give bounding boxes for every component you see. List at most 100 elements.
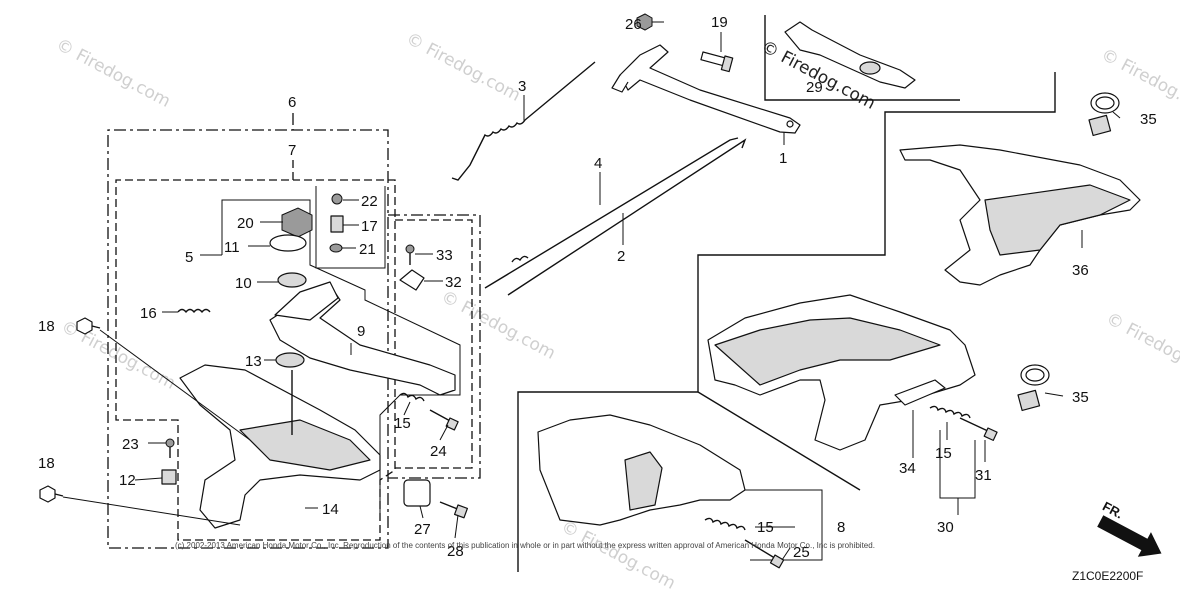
watermark: © Firedog.com [58, 317, 179, 394]
clip-12 [161, 469, 177, 485]
front-arrow-icon [1097, 515, 1162, 557]
callout-14: 14 [322, 501, 339, 518]
callout-18b: 18 [38, 455, 55, 472]
callout-33: 33 [436, 247, 453, 264]
callout-15a: 15 [394, 415, 411, 432]
clip-32 [399, 269, 425, 291]
screw-28 [439, 501, 468, 519]
control-base-face [239, 419, 371, 471]
spring-16 [177, 308, 211, 314]
callout-10: 10 [235, 275, 252, 292]
box-22-17-21 [315, 186, 386, 269]
nut-26 [636, 13, 653, 31]
inset-lever-29 [784, 21, 916, 89]
bolt-19 [700, 51, 734, 73]
watermark: © Firedog.com [1103, 309, 1180, 386]
inset-lever-boss [859, 61, 881, 75]
callout-23: 23 [122, 436, 139, 453]
bracket-8 [740, 489, 823, 561]
callout-17: 17 [361, 218, 378, 235]
callout-35b: 35 [1072, 389, 1089, 406]
diagram-code: Z1C0E2200F [1072, 569, 1143, 583]
callout-16: 16 [140, 305, 157, 322]
callout-28: 28 [447, 543, 464, 560]
callout-27: 27 [414, 521, 431, 538]
spring-15-right [929, 405, 971, 419]
parts-layer [39, 13, 1141, 569]
callout-24: 24 [430, 443, 447, 460]
leader-18-upper [99, 329, 251, 441]
callout-5: 5 [185, 249, 193, 266]
spring-wire-3 [451, 61, 596, 181]
watermark: © Firedog.com [403, 29, 524, 106]
screw-25 [744, 539, 785, 569]
callout-15c: 15 [757, 519, 774, 536]
spring-15-lower [704, 517, 746, 531]
screw-24 [429, 409, 459, 431]
clamp-35-upper [1088, 92, 1120, 137]
callout-20: 20 [237, 215, 254, 232]
callout-13: 13 [245, 353, 262, 370]
control-lever-plate [619, 44, 801, 134]
bolt-18-lower [39, 485, 64, 503]
callout-4: 4 [594, 155, 602, 172]
screw-31 [959, 417, 998, 441]
callout-18a: 18 [38, 318, 55, 335]
screw-23 [165, 438, 175, 458]
washer-21 [329, 243, 343, 253]
lower-bracket-block [624, 451, 663, 511]
assy-7-frame-ext [395, 219, 473, 469]
assy-6-frame-ext [388, 214, 481, 479]
shroud-frame [517, 72, 1056, 572]
assy-7-frame [115, 160, 396, 541]
watermark: © Firedog.com [438, 287, 559, 364]
shroud-36-face [984, 184, 1131, 256]
callout-15b: 15 [935, 445, 952, 462]
shield-bracket-34 [894, 379, 946, 406]
washer-10 [277, 272, 307, 288]
callout-29: 29 [806, 79, 823, 96]
callout-31: 31 [975, 467, 992, 484]
inset-frame [764, 15, 960, 101]
callout-25: 25 [793, 544, 810, 561]
screw-33 [405, 244, 415, 265]
washer-13 [275, 352, 305, 368]
watermark: © Firedog.com [53, 35, 174, 112]
spring-17 [330, 215, 344, 233]
collar-27 [403, 479, 431, 507]
grouping-frames [107, 15, 1056, 572]
lever-hole [786, 120, 794, 128]
control-rod-2 [507, 138, 747, 296]
callout-9: 9 [357, 323, 365, 340]
assy-6-frame [107, 113, 389, 549]
callout-32: 32 [445, 274, 462, 291]
callout-30: 30 [937, 519, 954, 536]
leader-lines [134, 21, 1121, 561]
washer-11 [269, 234, 307, 252]
callout-36: 36 [1072, 262, 1089, 279]
callout-8: 8 [837, 519, 845, 536]
callout-26: 26 [625, 16, 642, 33]
rod-spring [511, 255, 529, 263]
bracket-30 [939, 430, 976, 499]
callout-6: 6 [288, 94, 296, 111]
callout-7: 7 [288, 142, 296, 159]
spring-15-left [399, 392, 425, 402]
callout-12: 12 [119, 472, 136, 489]
callout-19: 19 [711, 14, 728, 31]
leader-18-lower [62, 496, 241, 526]
callout-35a: 35 [1140, 111, 1157, 128]
front-direction-indicator: FR. [1097, 499, 1162, 557]
copyright-notice: (c) 2002-2013 American Honda Motor Co., … [175, 541, 875, 550]
callout-3: 3 [518, 78, 526, 95]
callout-21: 21 [359, 241, 376, 258]
callout-1: 1 [779, 150, 787, 167]
middle-shield-face [714, 317, 941, 386]
lever-tab [611, 74, 629, 93]
control-rod-4 [484, 137, 739, 289]
watermark: © Firedog.com [558, 517, 679, 590]
callout-34: 34 [899, 460, 916, 477]
callout-2: 2 [617, 248, 625, 265]
clamp-35-lower [1017, 364, 1050, 412]
